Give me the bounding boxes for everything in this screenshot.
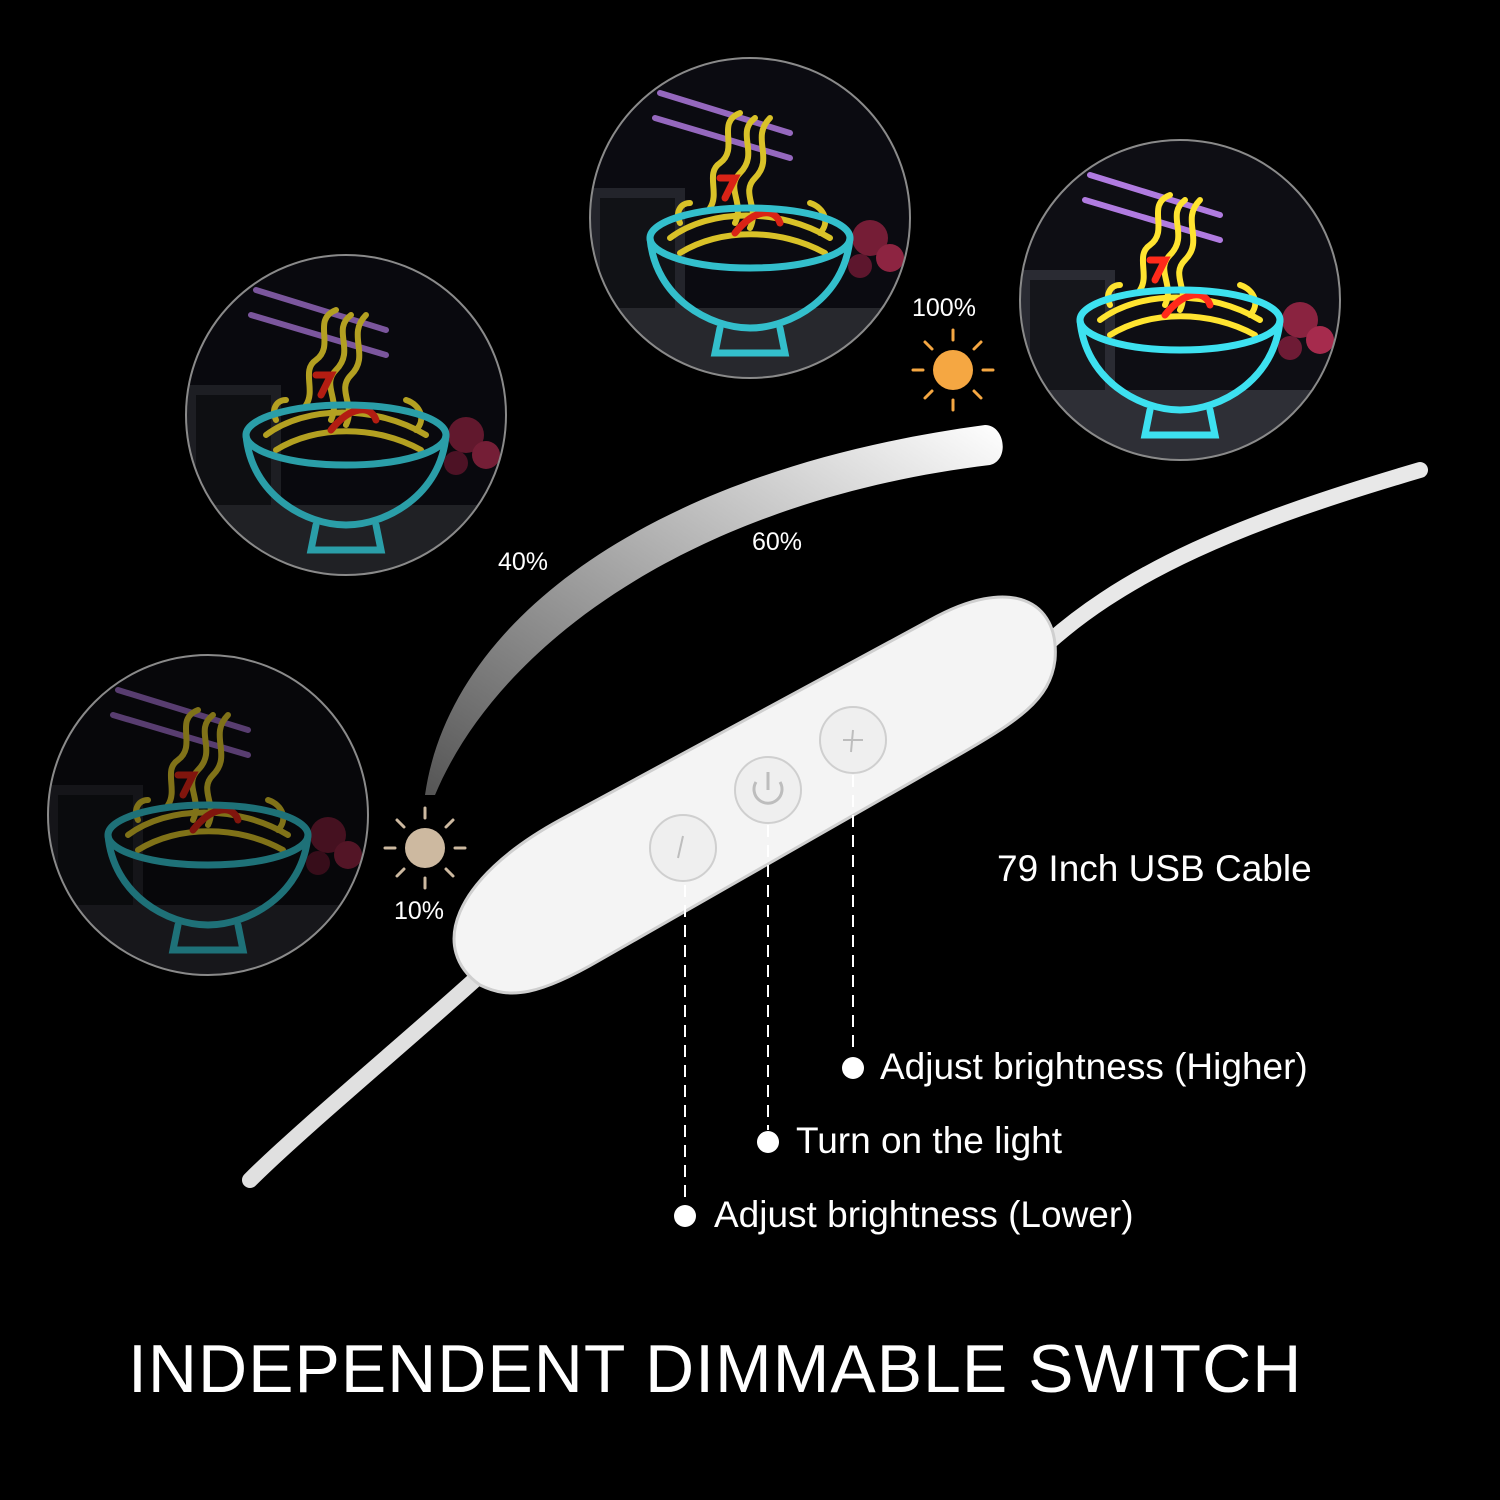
minus-icon — [677, 835, 684, 859]
scene-circle-100pct — [1019, 139, 1341, 461]
scene-circle-60pct — [589, 57, 911, 379]
brightness-lower-button[interactable] — [649, 814, 717, 882]
scene-circle-10pct — [47, 654, 369, 976]
brightness-higher-button[interactable] — [819, 706, 887, 774]
brightness-label-60: 60% — [752, 528, 803, 556]
brightness-arc — [425, 425, 1003, 795]
callout-dot-power — [757, 1131, 779, 1153]
sun-bright-icon — [911, 328, 995, 412]
usb-cable — [242, 462, 1428, 1188]
brightness-label-100: 100% — [912, 294, 976, 322]
callout-leaders — [684, 775, 854, 1205]
cable-length-label: 79 Inch USB Cable — [997, 848, 1312, 889]
brightness-label-40: 40% — [498, 548, 549, 576]
page-headline: INDEPENDENT DIMMABLE SWITCH — [128, 1331, 1303, 1407]
label-brightness-lower: Adjust brightness (Lower) — [714, 1194, 1134, 1235]
plus-icon — [843, 729, 863, 753]
power-icon — [752, 772, 784, 805]
callout-dot-lower — [674, 1205, 696, 1227]
callout-dot-higher — [842, 1057, 864, 1079]
label-brightness-higher: Adjust brightness (Higher) — [880, 1046, 1308, 1087]
brightness-label-10: 10% — [394, 897, 445, 925]
label-turn-on: Turn on the light — [796, 1120, 1063, 1161]
sun-dim-icon — [383, 806, 467, 890]
power-button[interactable] — [734, 756, 802, 824]
scene-circle-40pct — [185, 254, 507, 576]
